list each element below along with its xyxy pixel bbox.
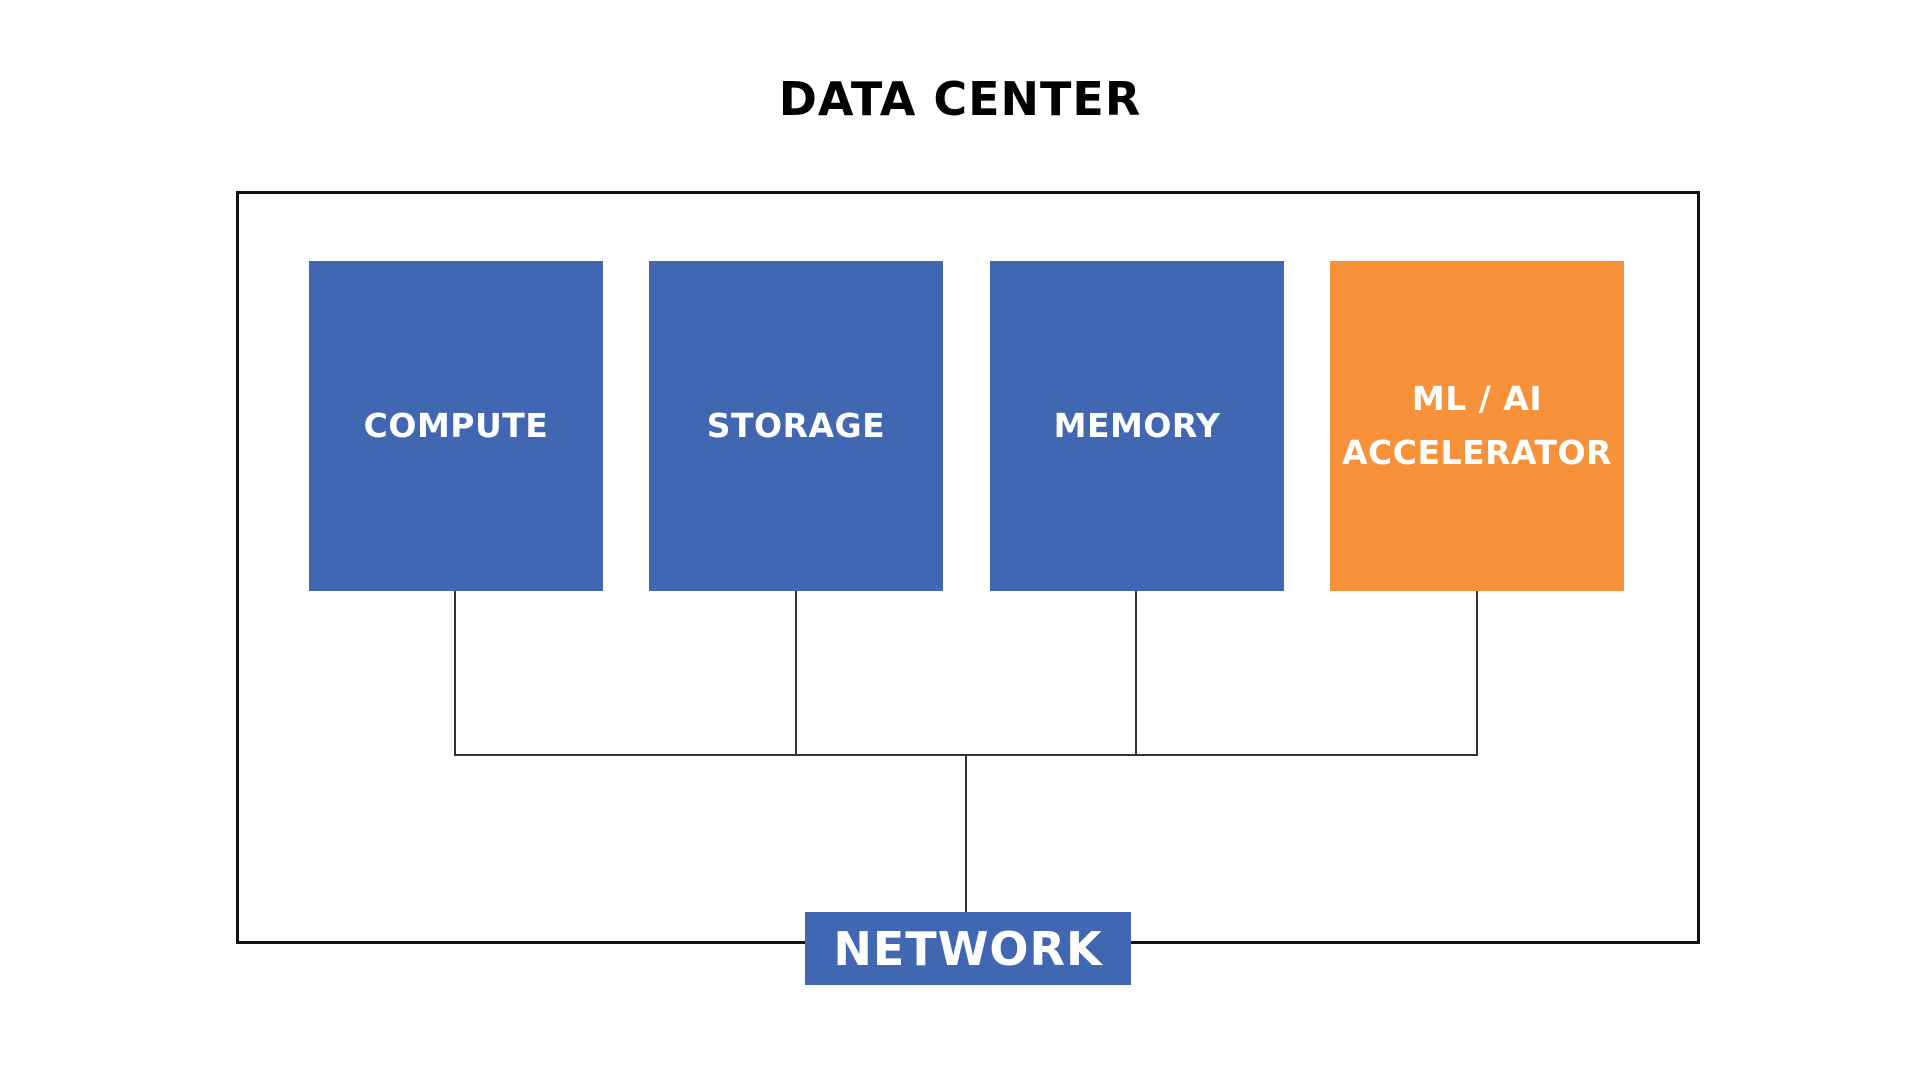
memory-connector: [1135, 591, 1137, 755]
compute-label: COMPUTE: [363, 406, 549, 445]
storage-connector: [795, 591, 797, 755]
ml-ai-accelerator-label: ML / AI ACCELERATOR: [1342, 379, 1612, 472]
compute-block: COMPUTE: [309, 261, 603, 591]
ml-ai-accelerator-block: ML / AI ACCELERATOR: [1330, 261, 1624, 591]
memory-label: MEMORY: [1053, 406, 1221, 445]
storage-block: STORAGE: [649, 261, 943, 591]
storage-label: STORAGE: [706, 406, 886, 445]
compute-connector: [454, 591, 456, 755]
memory-block: MEMORY: [990, 261, 1284, 591]
accelerator-connector: [1476, 591, 1478, 755]
network-block: NETWORK: [805, 912, 1131, 985]
network-connector: [965, 755, 967, 912]
network-label: NETWORK: [833, 921, 1103, 976]
diagram-title: DATA CENTER: [778, 72, 1142, 126]
